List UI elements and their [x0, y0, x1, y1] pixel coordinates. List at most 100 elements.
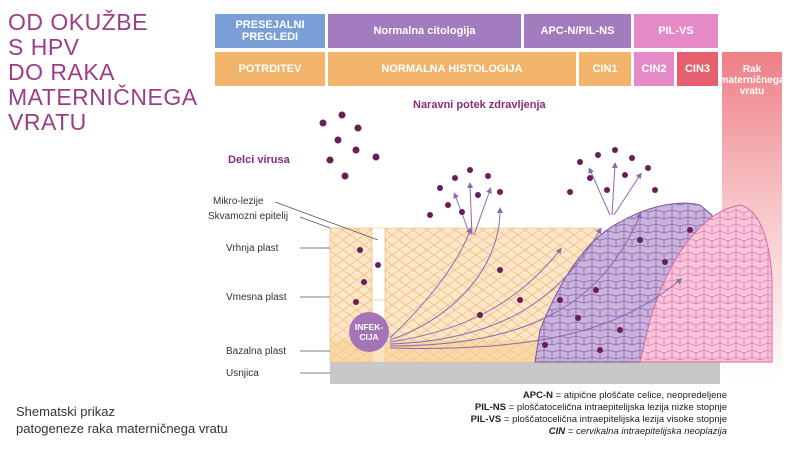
- potrditev-label: POTRDITEV: [238, 63, 302, 75]
- virus-dot: [445, 202, 451, 208]
- erupt-3: [473, 187, 492, 236]
- virus-dot: [319, 119, 327, 127]
- virus-dot: [497, 189, 503, 195]
- arrow-1: [389, 227, 472, 339]
- virus-dot: [622, 172, 628, 178]
- rak-label-box: Rak materničnega vratu: [719, 56, 785, 104]
- pil-vs-box: PIL-VS: [634, 14, 718, 48]
- virus-dot: [575, 315, 581, 321]
- virus-dot: [372, 153, 380, 161]
- legend-abbr: PIL-NS: [474, 402, 506, 413]
- virus-dot: [357, 247, 363, 253]
- virus-dot: [477, 312, 483, 318]
- virus-dot: [497, 267, 503, 273]
- virus-dot: [662, 259, 668, 265]
- virus-dot: [375, 262, 381, 268]
- virus-dot: [593, 287, 599, 293]
- virus-dot: [354, 124, 362, 132]
- erupt-5: [611, 162, 618, 216]
- virus-dot: [652, 187, 658, 193]
- title-line: DO RAKA: [8, 59, 116, 85]
- caption: Shematski prikaz patogeneze raka materni…: [16, 403, 228, 437]
- erupt-4: [588, 167, 611, 216]
- title-line: VRATU: [8, 109, 87, 135]
- arrow-5: [389, 212, 642, 347]
- virus-dot: [352, 146, 360, 154]
- page-title: OD OKUŽBE S HPV DO RAKA MATERNIČNEGA VRA…: [8, 10, 208, 135]
- usnjica-label: Usnjica: [226, 368, 259, 379]
- virus-dot: [567, 189, 573, 195]
- cin2-label: CIN2: [641, 63, 667, 75]
- cin1-box: CIN1: [579, 52, 631, 86]
- virus-dot: [595, 152, 601, 158]
- cin1-label: CIN1: [592, 63, 618, 75]
- erupt-2: [467, 182, 474, 236]
- virus-dot: [353, 299, 359, 305]
- virus-dot: [637, 237, 643, 243]
- arrow-6: [389, 278, 683, 349]
- potrditev-box: POTRDITEV: [215, 52, 325, 86]
- erupt-6: [613, 172, 642, 216]
- leader-skvamozni: [299, 216, 331, 229]
- legend-row: APC-N = atipične ploščate celice, neopre…: [471, 390, 727, 402]
- virus-dot: [577, 159, 583, 165]
- infekcija-bubble: INFEK-CIJA: [349, 312, 389, 352]
- title-line: MATERNIČNEGA: [8, 84, 198, 110]
- normalna-histologija-box: NORMALNA HISTOLOGIJA: [328, 52, 576, 86]
- virus-dot: [334, 136, 342, 144]
- virus-dot: [597, 347, 603, 353]
- naravni-potek-label: Naravni potek zdravljenja: [413, 99, 546, 111]
- virus-dot: [517, 297, 523, 303]
- virus-dot: [612, 147, 618, 153]
- rak-label: Rak materničnega vratu: [719, 63, 785, 97]
- virus-dot: [542, 342, 548, 348]
- arrow-2: [389, 207, 503, 341]
- virus-dot: [452, 175, 458, 181]
- legend-text: = ploščatocelična intraepitelijska lezij…: [506, 402, 727, 413]
- virus-dot: [604, 187, 610, 193]
- apc-label: APC-N/PIL-NS: [540, 25, 615, 37]
- normalna-histologija-label: NORMALNA HISTOLOGIJA: [381, 63, 523, 75]
- leader-mikro: [274, 201, 379, 241]
- virus-dot: [687, 227, 693, 233]
- virus-dot: [467, 167, 473, 173]
- normalna-citologija-box: Normalna citologija: [328, 14, 521, 48]
- infekcija-label: INFEK-CIJA: [354, 322, 384, 342]
- virus-dot: [459, 209, 465, 215]
- virus-dot: [437, 185, 443, 191]
- legend-text: = atipične ploščate celice, neopredeljen…: [552, 390, 727, 401]
- legend-row: PIL-VS = ploščatocelična intraepitelijsk…: [471, 414, 727, 426]
- skvamozni-label: Skvamozni epitelij: [208, 211, 289, 222]
- legend-row: PIL-NS = ploščatocelična intraepitelijsk…: [471, 402, 727, 414]
- legend-abbr: PIL-VS: [470, 414, 502, 425]
- usnjica-layer: [330, 362, 720, 384]
- vmesna-label: Vmesna plast: [226, 292, 287, 303]
- caption-line: Shematski prikaz: [16, 404, 115, 419]
- title-line: OD OKUŽBE: [8, 9, 148, 35]
- cin3-label: CIN3: [684, 63, 711, 75]
- cin3-box: CIN3: [677, 52, 718, 86]
- virus-dot: [485, 173, 491, 179]
- virus-dot: [338, 111, 346, 119]
- virus-dot: [587, 175, 593, 181]
- virus-dot: [645, 165, 651, 171]
- title-line: S HPV: [8, 34, 80, 60]
- legend-abbr: APC-N: [522, 390, 553, 401]
- erupt-1: [453, 192, 471, 236]
- arrow-4: [389, 227, 602, 345]
- legend-row: CIN = cervikalna intraepitelijska neopla…: [471, 426, 727, 438]
- pil-vs-label: PIL-VS: [658, 25, 694, 37]
- vrhnja-label: Vrhnja plast: [226, 243, 279, 254]
- legend-text: = ploščatocelična intraepitelijska lezij…: [501, 414, 727, 425]
- mikro-label: Mikro-lezije: [213, 196, 264, 207]
- caption-line: patogeneze raka materničnega vratu: [16, 421, 228, 436]
- virus-dot: [326, 156, 334, 164]
- virus-dot: [361, 279, 367, 285]
- legend-abbr: CIN: [548, 426, 566, 437]
- abbreviation-legend: APC-N = atipične ploščate celice, neopre…: [471, 390, 727, 438]
- virus-dot: [341, 172, 349, 180]
- delci-virusa-label: Delci virusa: [228, 154, 290, 166]
- virus-dot: [427, 212, 433, 218]
- pink-lesion: [639, 204, 773, 363]
